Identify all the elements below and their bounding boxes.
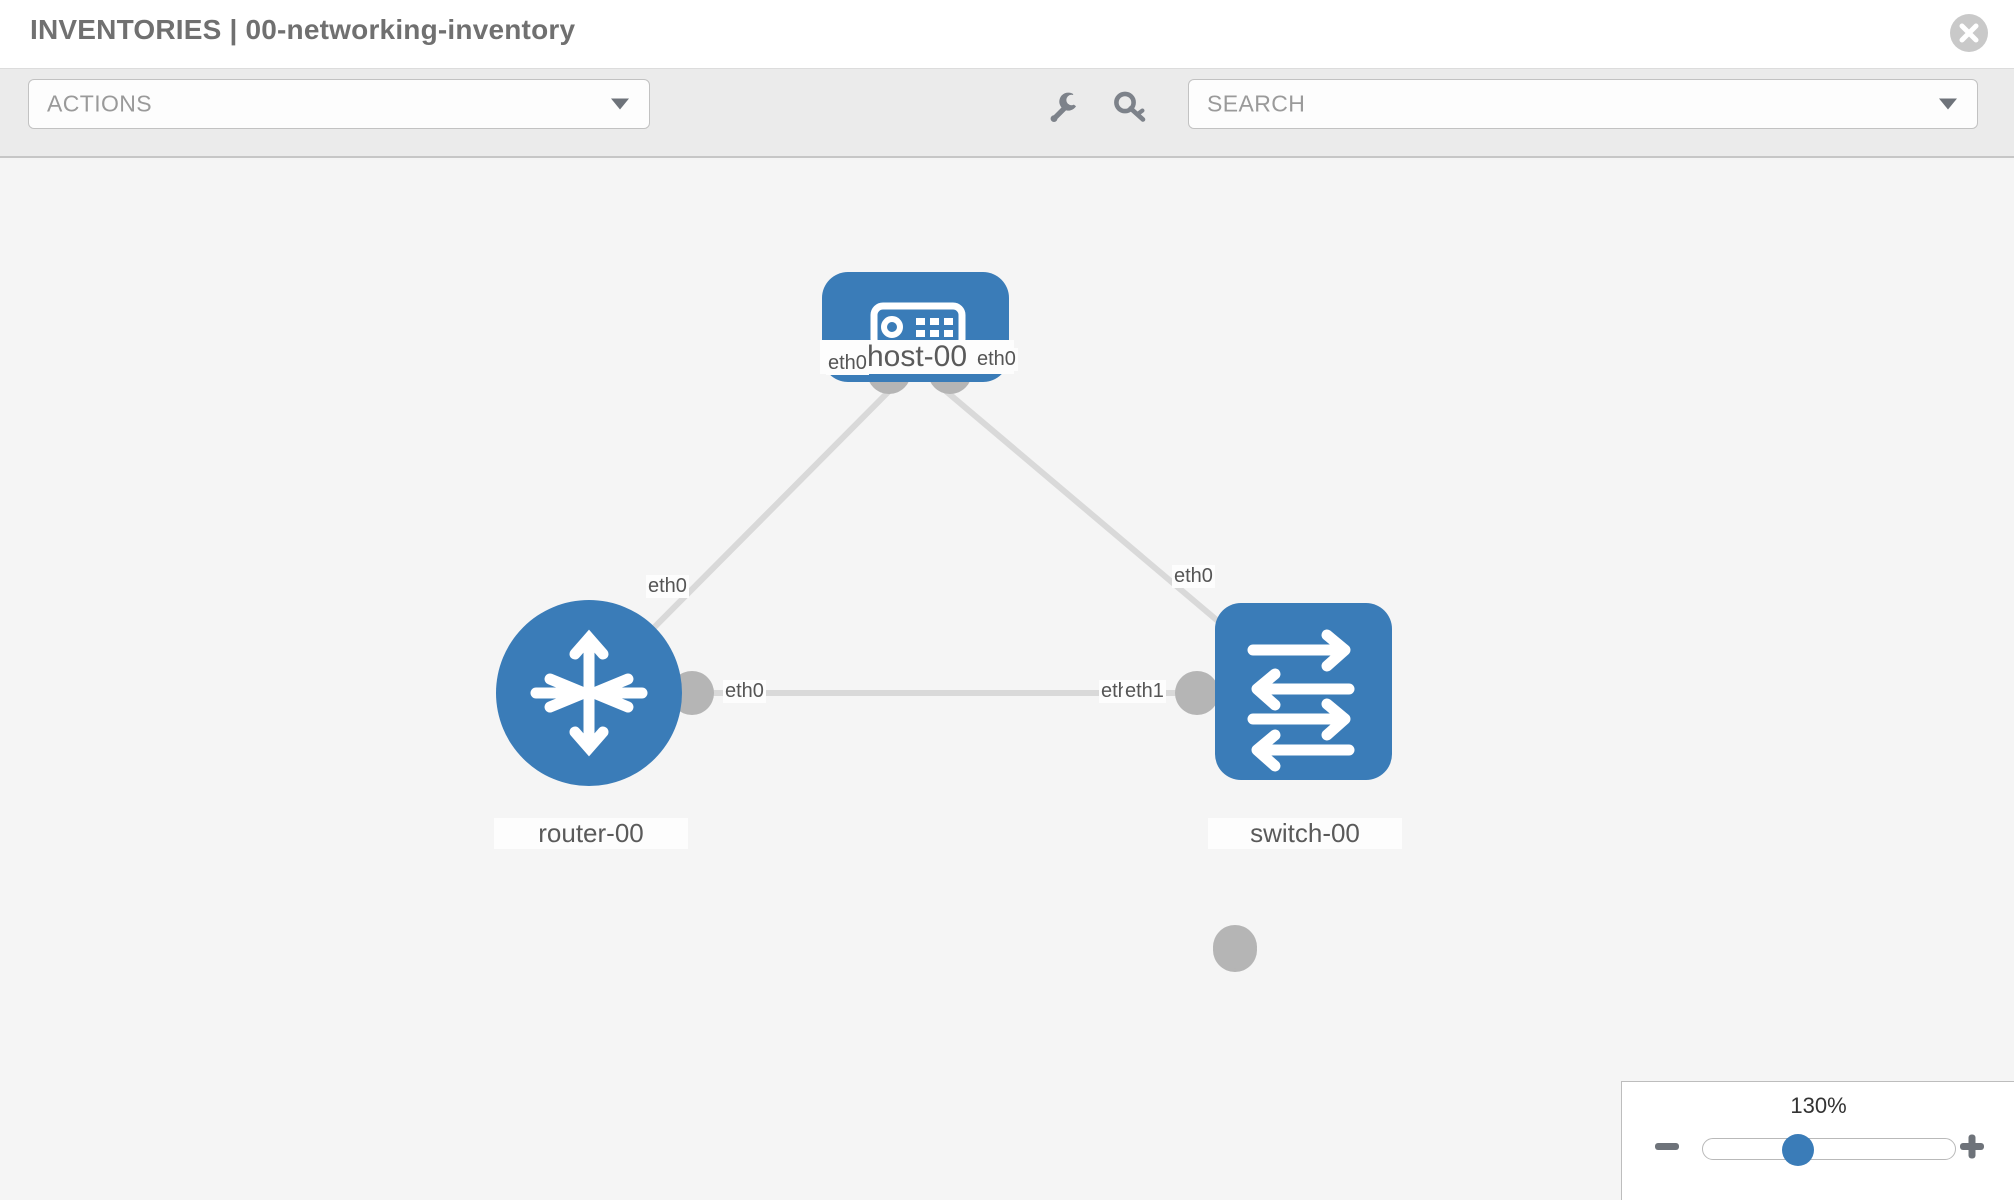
zoom-slider-thumb[interactable] <box>1782 1134 1814 1166</box>
edge-label-switch-eth1-left: eth1 <box>1123 680 1166 703</box>
node-switch-00 <box>1215 603 1392 780</box>
topology-connectors <box>670 350 1257 972</box>
chevron-down-icon <box>1939 98 1957 110</box>
connector-switch-left <box>1175 671 1219 715</box>
node-router-00 <box>496 600 682 786</box>
edge-label-router-eth0-right: eth0 <box>723 680 766 703</box>
topology-edges <box>586 362 1305 696</box>
close-icon[interactable] <box>1950 14 1988 52</box>
topology-canvas[interactable]: host-00 router-00 switch-00 eth0 eth0 et… <box>0 160 2014 1200</box>
minus-icon[interactable] <box>1650 1129 1684 1163</box>
page-header: INVENTORIES | 00-networking-inventory <box>0 0 2014 68</box>
wrench-icon[interactable] <box>1046 89 1082 125</box>
edge-label-host-eth0-right: eth0 <box>975 348 1018 371</box>
connector-switch-tl <box>1213 925 1257 969</box>
router-arrows-icon <box>530 629 648 757</box>
search-dropdown[interactable]: SEARCH <box>1188 79 1978 129</box>
actions-dropdown-label: ACTIONS <box>47 90 153 117</box>
node-label-switch-00: switch-00 <box>1208 818 1402 849</box>
edge-label-switch-eth0-up: eth0 <box>1172 565 1215 588</box>
zoom-level-label: 130% <box>1790 1093 1847 1118</box>
zoom-slider-track[interactable] <box>1702 1138 1956 1160</box>
key-icon[interactable] <box>1112 89 1148 125</box>
actions-dropdown[interactable]: ACTIONS <box>28 79 650 129</box>
topology-graph <box>496 272 1392 972</box>
edge-label-host-eth0-left: eth0 <box>826 352 869 375</box>
node-label-router-00: router-00 <box>494 818 688 849</box>
edge-label-router-eth0-up: eth0 <box>646 575 689 598</box>
switch-arrows-icon <box>1247 629 1355 772</box>
toolbar: ACTIONS SEARCH <box>0 68 2014 158</box>
zoom-control-panel: 130% <box>1621 1081 2014 1200</box>
page-title: INVENTORIES | 00-networking-inventory <box>30 14 576 45</box>
search-input-placeholder: SEARCH <box>1207 90 1306 117</box>
plus-icon[interactable] <box>1955 1129 1989 1163</box>
chevron-down-icon <box>611 98 629 110</box>
